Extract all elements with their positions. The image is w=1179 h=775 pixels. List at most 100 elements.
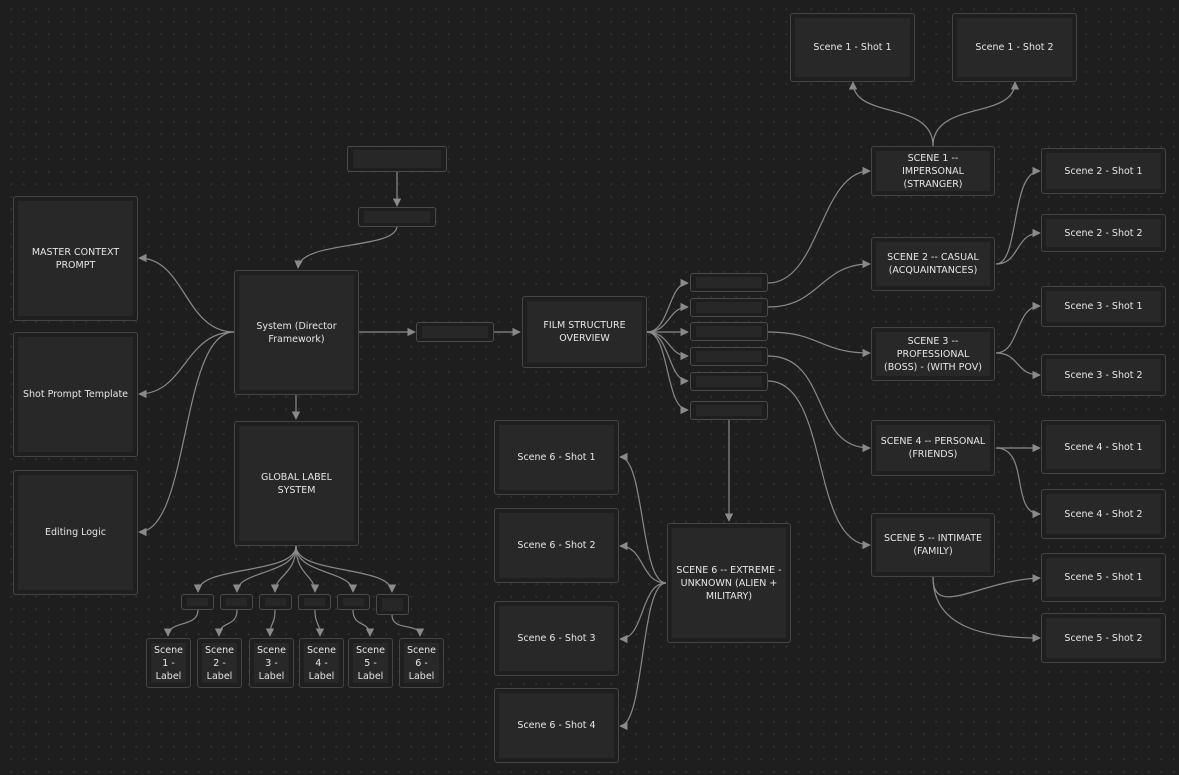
node-scene6-label[interactable]: Scene 6 - Label: [399, 638, 444, 688]
empty-node-label3-link[interactable]: [259, 594, 292, 610]
node-scene2-shot1[interactable]: Scene 2 - Shot 1: [1041, 148, 1166, 194]
node-editing-logic[interactable]: Editing Logic: [13, 470, 138, 595]
node-label: FILM STRUCTURE OVERVIEW: [527, 301, 642, 363]
edge-scene1-shot1: [848, 81, 934, 147]
node-scene6-shot2[interactable]: Scene 6 - Shot 2: [494, 508, 619, 583]
edge-global-lstub3: [270, 545, 297, 593]
node-label: Scene 5 - Shot 1: [1046, 558, 1161, 597]
edge-stub4-scene4: [767, 355, 871, 453]
node-scene2-shot2[interactable]: Scene 2 - Shot 2: [1041, 214, 1166, 252]
edge-scene2-shot1: [995, 166, 1041, 265]
empty-node-label1-link[interactable]: [181, 594, 214, 610]
empty-node-label6-link[interactable]: [376, 594, 409, 615]
node-label: SCENE 6 -- EXTREME - UNKNOWN (ALIEN + MI…: [672, 528, 786, 638]
empty-node-scene1-link[interactable]: [690, 273, 768, 292]
node-film-structure-overview[interactable]: FILM STRUCTURE OVERVIEW: [522, 296, 647, 368]
node-label: Scene 3 - Shot 1: [1046, 291, 1161, 322]
node-global-label-system[interactable]: GLOBAL LABEL SYSTEM: [234, 421, 359, 546]
edge-global-lstub4: [295, 545, 320, 593]
node-label: Scene 6 - Shot 1: [499, 425, 614, 490]
node-master-context[interactable]: MASTER CONTEXT PROMPT: [13, 196, 138, 321]
node-label: Scene 6 - Label: [404, 643, 439, 683]
node-scene5-label[interactable]: Scene 5 - Label: [348, 638, 393, 688]
edge-scene5-shot2: [932, 576, 1041, 643]
empty-node-label4-link[interactable]: [298, 594, 331, 610]
node-scene5-shot2[interactable]: Scene 5 - Shot 2: [1041, 613, 1166, 663]
node-scene2-label[interactable]: Scene 2 - Label: [197, 638, 242, 688]
empty-node-scene6-link[interactable]: [690, 401, 768, 420]
empty-bar: [696, 376, 762, 387]
node-scene-3[interactable]: SCENE 3 -- PROFESSIONAL (BOSS) - (WITH P…: [871, 327, 995, 381]
empty-node-top[interactable]: [347, 146, 447, 172]
node-label: Scene 4 - Shot 2: [1046, 494, 1161, 534]
empty-bar: [422, 326, 488, 338]
empty-node-label5-link[interactable]: [337, 594, 370, 610]
edge-scene6-shot3: [619, 582, 667, 644]
empty-bar: [343, 598, 364, 606]
node-scene1-label[interactable]: Scene 1 - Label: [146, 638, 191, 688]
node-label: Scene 2 - Label: [202, 643, 237, 683]
node-scene5-shot1[interactable]: Scene 5 - Shot 1: [1041, 553, 1166, 602]
node-scene3-shot1[interactable]: Scene 3 - Shot 1: [1041, 286, 1166, 327]
node-label: GLOBAL LABEL SYSTEM: [239, 426, 354, 541]
node-system-director-framework[interactable]: System (Director Framework): [234, 270, 359, 395]
node-scene-1[interactable]: SCENE 1 -- IMPERSONAL (STRANGER): [871, 146, 995, 196]
node-label: Scene 2 - Shot 2: [1046, 219, 1161, 247]
empty-node-scene2-link[interactable]: [690, 298, 768, 317]
node-scene4-shot1[interactable]: Scene 4 - Shot 1: [1041, 420, 1166, 474]
edge-lstub3-label3: [265, 609, 276, 637]
node-shot-prompt-template[interactable]: Shot Prompt Template: [13, 332, 138, 457]
edge-lstub1-label1: [163, 609, 199, 637]
node-scene6-shot3[interactable]: Scene 6 - Shot 3: [494, 601, 619, 676]
empty-node-scene5-link[interactable]: [690, 372, 768, 391]
node-label: Scene 2 - Shot 1: [1046, 153, 1161, 189]
edge-scene2-shot2: [995, 228, 1041, 265]
node-label: Scene 1 - Shot 1: [795, 18, 910, 77]
node-label: SCENE 1 -- IMPERSONAL (STRANGER): [876, 151, 990, 191]
node-scene3-label[interactable]: Scene 3 - Label: [249, 638, 294, 688]
empty-node-mid[interactable]: [416, 322, 494, 342]
empty-node-top-2[interactable]: [358, 207, 436, 227]
edge-stub-to-system: [294, 225, 398, 269]
node-scene-4[interactable]: SCENE 4 -- PERSONAL (FRIENDS): [871, 420, 995, 476]
node-label: SCENE 2 -- CASUAL (ACQUAINTANCES): [876, 242, 990, 286]
edge-film-stub6: [646, 331, 689, 415]
node-label: Scene 6 - Shot 2: [499, 513, 614, 578]
empty-bar: [364, 211, 430, 223]
edge-stub3-scene3: [767, 331, 871, 358]
empty-node-scene4-link[interactable]: [690, 347, 768, 366]
edge-film-stub5: [646, 331, 689, 386]
node-scene4-shot2[interactable]: Scene 4 - Shot 2: [1041, 489, 1166, 539]
node-label: Scene 6 - Shot 3: [499, 606, 614, 671]
node-scene3-shot2[interactable]: Scene 3 - Shot 2: [1041, 354, 1166, 396]
empty-bar: [187, 598, 208, 606]
node-scene-2[interactable]: SCENE 2 -- CASUAL (ACQUAINTANCES): [871, 237, 995, 291]
node-scene-5[interactable]: SCENE 5 -- INTIMATE (FAMILY): [871, 513, 995, 577]
edge-stub2-scene2: [767, 259, 871, 308]
empty-bar: [696, 405, 762, 416]
edge-system-shot-template: [138, 331, 235, 399]
empty-bar: [265, 598, 286, 606]
empty-node-scene3-link[interactable]: [690, 322, 768, 341]
node-label: Scene 1 - Label: [151, 643, 186, 683]
empty-bar: [382, 598, 403, 611]
empty-node-label2-link[interactable]: [220, 594, 253, 610]
node-scene4-label[interactable]: Scene 4 - Label: [299, 638, 344, 688]
node-scene1-shot2[interactable]: Scene 1 - Shot 2: [952, 13, 1077, 82]
empty-bar: [226, 598, 247, 606]
edge-system-master: [138, 253, 235, 333]
edge-global-lstub5: [295, 545, 358, 593]
node-label: Scene 4 - Shot 1: [1046, 425, 1161, 469]
node-scene-6[interactable]: SCENE 6 -- EXTREME - UNKNOWN (ALIEN + MI…: [667, 523, 791, 643]
node-label: SCENE 4 -- PERSONAL (FRIENDS): [876, 425, 990, 471]
node-label: Scene 4 - Label: [304, 643, 339, 683]
node-scene1-shot1[interactable]: Scene 1 - Shot 1: [790, 13, 915, 82]
node-label: Scene 5 - Shot 2: [1046, 618, 1161, 658]
edge-film-stub1: [646, 278, 689, 333]
node-scene6-shot4[interactable]: Scene 6 - Shot 4: [494, 688, 619, 763]
node-label: SCENE 3 -- PROFESSIONAL (BOSS) - (WITH P…: [876, 332, 990, 376]
node-scene6-shot1[interactable]: Scene 6 - Shot 1: [494, 420, 619, 495]
edge-lstub2-label2: [214, 609, 238, 637]
edge-film-stub4: [646, 331, 689, 361]
